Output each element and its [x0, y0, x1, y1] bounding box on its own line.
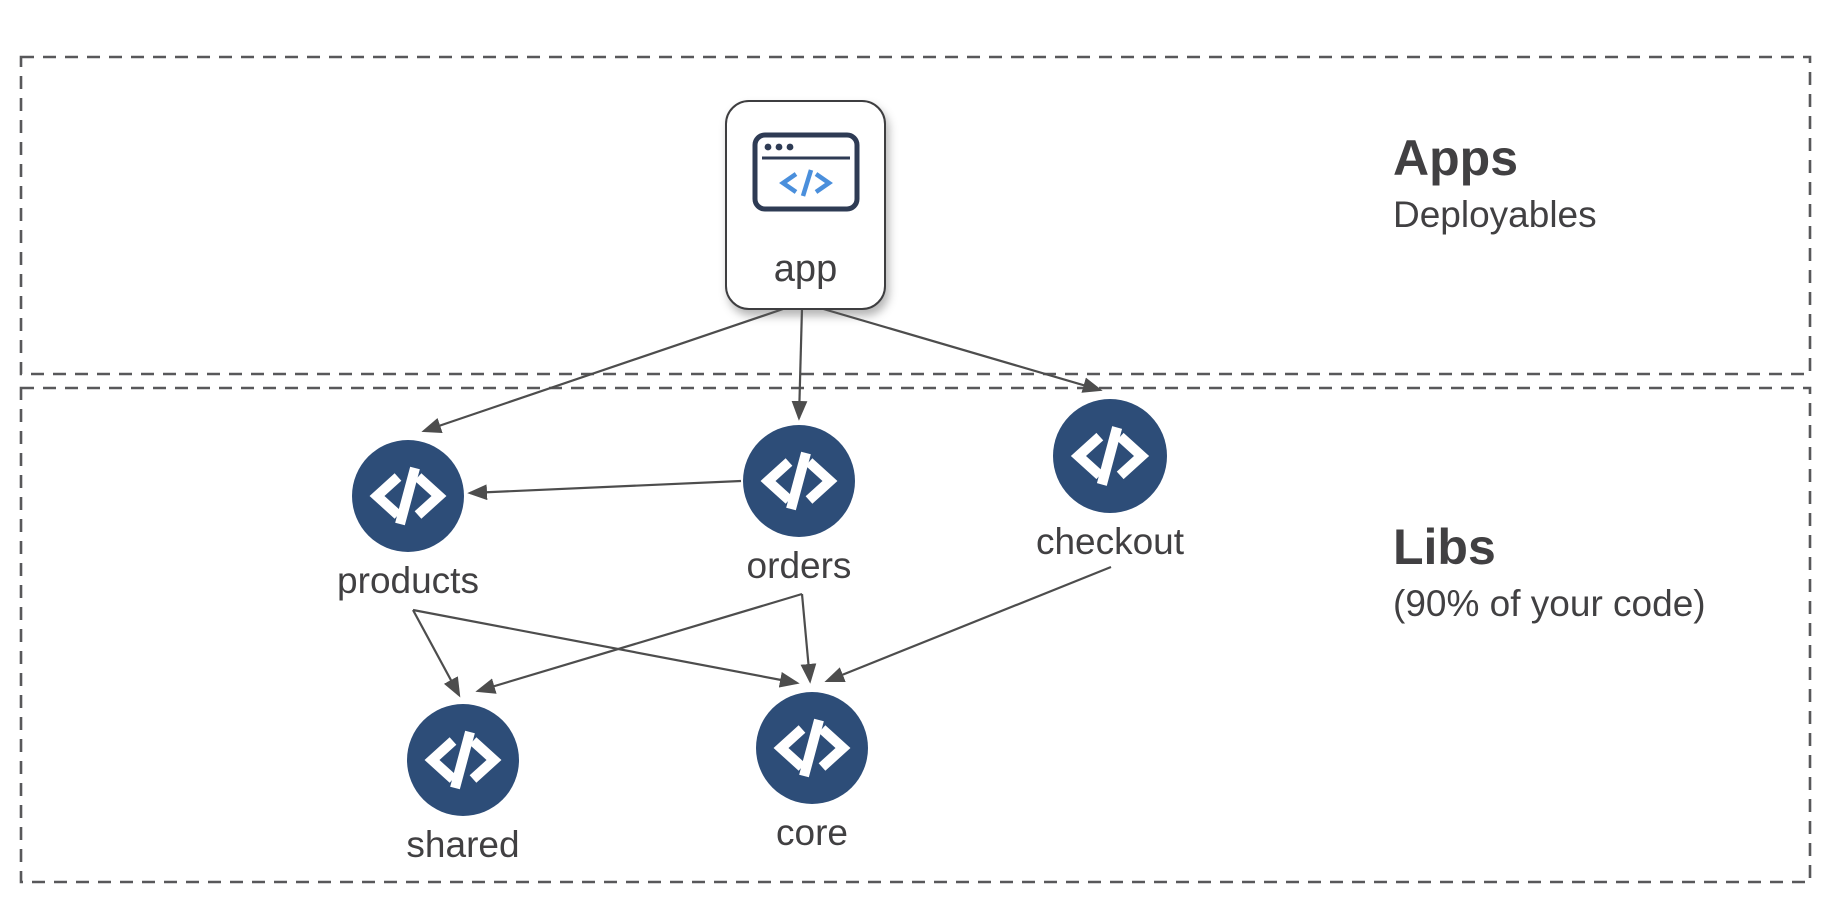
libs-subtitle: (90% of your code)	[1393, 583, 1706, 624]
node-shared: shared	[406, 704, 520, 863]
node-label-orders: orders	[746, 545, 852, 586]
apps-title: Apps	[1393, 130, 1518, 186]
code-circle-icon	[743, 425, 855, 537]
node-app: app	[725, 100, 886, 310]
node-label-products: products	[337, 560, 479, 601]
node-core: core	[756, 692, 868, 851]
code-circle-icon	[756, 692, 868, 804]
node-products: products	[337, 440, 479, 599]
edge-products-shared	[412, 609, 461, 698]
edge-app-checkout	[819, 306, 1103, 393]
node-label-core: core	[776, 812, 848, 853]
browser-window-code-icon	[752, 132, 860, 212]
group-box-libs	[19, 386, 1812, 884]
node-checkout: checkout	[1036, 399, 1184, 560]
group-box-apps	[19, 55, 1812, 376]
group-label-apps: Apps Deployables	[1393, 130, 1597, 236]
group-label-libs: Libs (90% of your code)	[1393, 519, 1706, 625]
edge-checkout-core	[824, 565, 1112, 683]
edge-products-core	[412, 608, 800, 688]
node-label-checkout: checkout	[1035, 521, 1185, 562]
edge-orders-products	[467, 479, 742, 501]
node-label-app: app	[773, 248, 838, 290]
node-orders: orders	[743, 425, 855, 584]
node-label-shared: shared	[406, 824, 520, 865]
edge-orders-core	[800, 593, 817, 684]
edge-app-orders	[791, 307, 808, 421]
apps-subtitle: Deployables	[1393, 194, 1597, 235]
edge-app-products	[421, 306, 787, 434]
edge-orders-shared	[475, 592, 803, 694]
code-circle-icon	[1053, 399, 1167, 513]
code-circle-icon	[407, 704, 519, 816]
code-circle-icon	[352, 440, 464, 552]
libs-title: Libs	[1393, 519, 1496, 575]
